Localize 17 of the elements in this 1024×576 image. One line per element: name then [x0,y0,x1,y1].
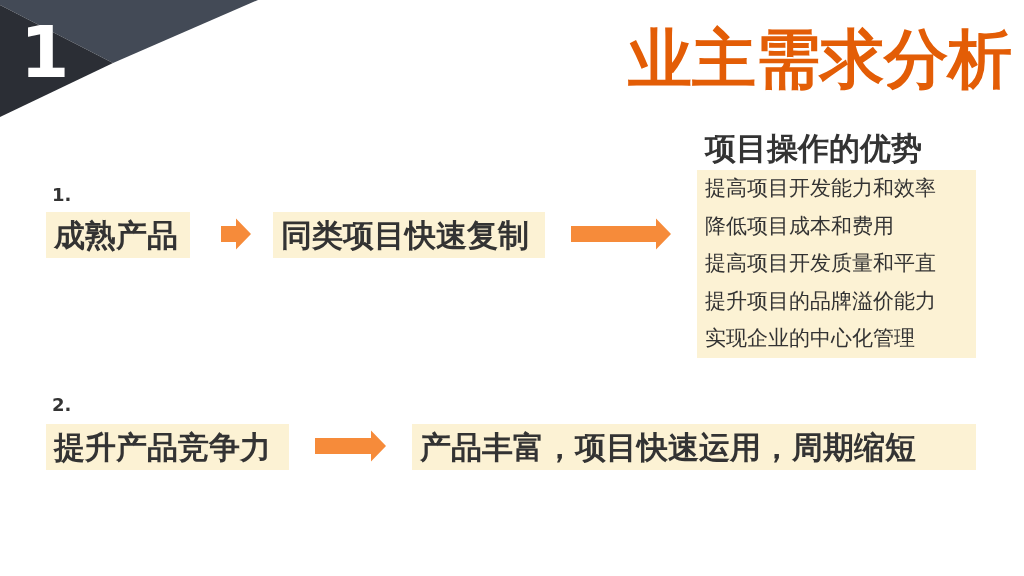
list-item: 提升项目的品牌溢价能力 [704,287,937,315]
list-item: 降低项目成本和费用 [704,212,895,240]
panel-heading: 项目操作的优势 [703,129,922,168]
text-box: 提升产品竞争力 [46,424,289,470]
list-item: 实现企业的中心化管理 [704,325,916,353]
list-number: 2. [52,396,72,414]
arrow [315,430,386,462]
list-item: 提高项目开发能力和效率 [704,175,937,202]
text-box: 产品丰富，项目快速运用，周期缩短 [412,424,976,470]
section-number: 1 [20,17,70,88]
text-box: 成熟产品 [46,212,190,258]
list-number: 1. [52,186,72,204]
arrow [221,218,251,250]
text-box: 同类项目快速复制 [273,212,545,258]
list-item: 提高项目开发质量和平直 [704,250,937,278]
arrow [571,218,671,250]
slide-title: 业主需求分析 [628,24,1012,94]
